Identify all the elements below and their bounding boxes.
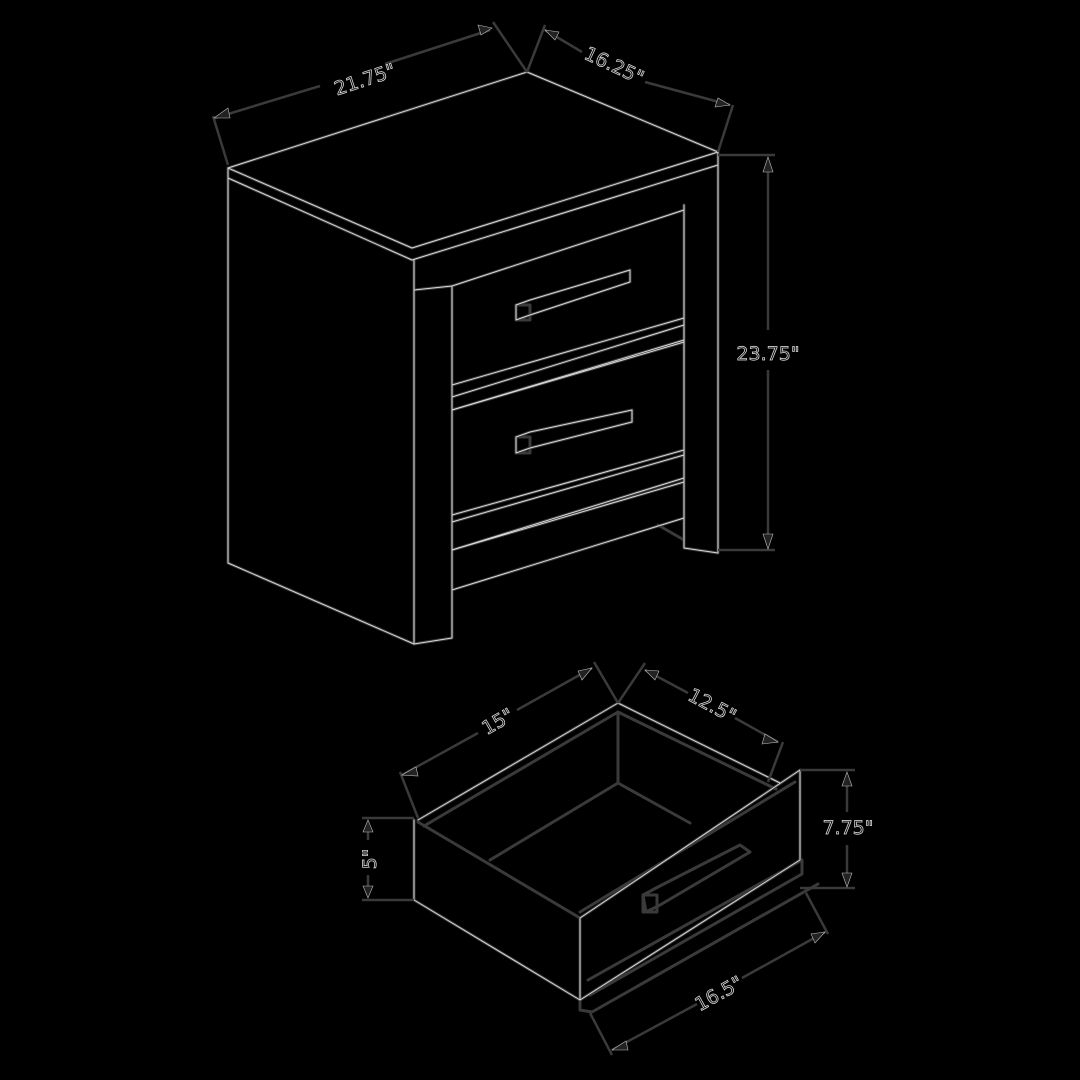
dimension-drawer-front-height: 7.75" — [800, 768, 874, 890]
nightstand: 21.75" 16.25" 23.75" — [211, 21, 800, 646]
label-drawer-front-width: 16.5" — [691, 972, 746, 1016]
label-depth: 16.25" — [581, 43, 648, 90]
label-drawer-side-height: 5" — [359, 849, 381, 870]
dimension-drawer-side-height: 5" — [359, 816, 414, 902]
drawer-handle-icon — [514, 268, 634, 455]
label-width: 21.75" — [332, 60, 399, 100]
dimension-drawer-width: 15" — [398, 661, 620, 819]
label-height: 23.75" — [736, 343, 799, 365]
label-drawer-width: 15" — [478, 704, 518, 740]
drawer: 15" 12.5" 5" — [359, 661, 874, 1056]
label-drawer-depth: 12.5" — [684, 684, 739, 727]
label-drawer-front-height: 7.75" — [822, 817, 873, 839]
dimension-depth: 16.25" — [525, 24, 735, 153]
dimension-height: 23.75" — [718, 153, 800, 552]
dimension-width: 21.75" — [211, 21, 529, 166]
drawer-handle-icon — [641, 843, 752, 914]
